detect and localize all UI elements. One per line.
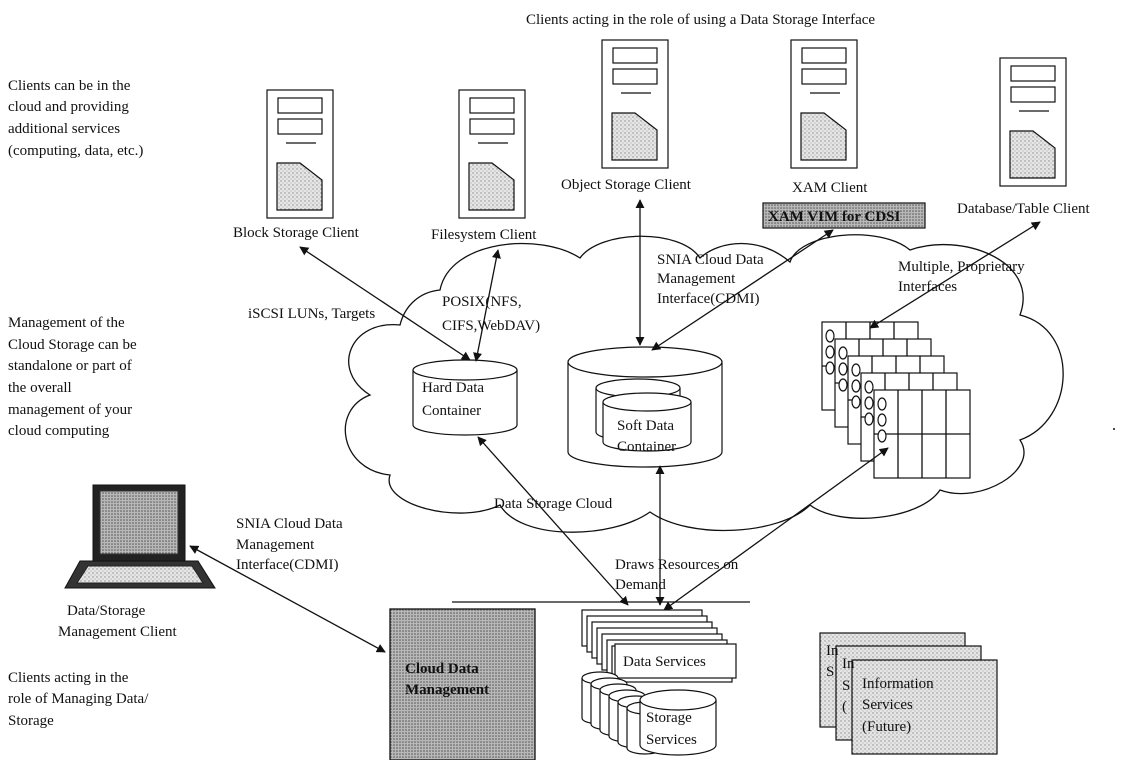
svg-text:(computing, data, etc.): (computing, data, etc.) xyxy=(8,143,143,159)
block-client-label: Block Storage Client xyxy=(233,225,360,241)
laptop-icon xyxy=(64,484,216,589)
connection-arrows xyxy=(189,199,1041,653)
storage-services-2: Services xyxy=(646,732,697,748)
svg-text:In: In xyxy=(826,643,839,659)
svg-text:cloud and providing: cloud and providing xyxy=(8,99,129,115)
storage-services-front-cylinder xyxy=(639,689,717,756)
object-client-label: Object Storage Client xyxy=(561,177,692,193)
filesystem-arrow xyxy=(473,249,501,362)
mgmt-client-1: Data/Storage xyxy=(67,603,146,619)
cdmi-left-1: SNIA Cloud Data xyxy=(236,516,343,532)
proprietary-2: Interfaces xyxy=(898,279,957,295)
database-client-tower xyxy=(999,57,1067,187)
proprietary-storage-racks xyxy=(821,321,971,479)
clients-in-cloud-note: Clients can be in the cloud and providin… xyxy=(8,78,143,159)
information-services-stack xyxy=(819,632,998,755)
cloud-data-management-box xyxy=(389,608,536,760)
xam-client-label: XAM Client xyxy=(792,180,868,196)
cdmi-top-3: Interface(CDMI) xyxy=(657,291,759,307)
racks-arrow xyxy=(663,447,889,611)
svg-text:management of your: management of your xyxy=(8,402,132,418)
cdmi-top-1: SNIA Cloud Data xyxy=(657,252,764,268)
iscsi-label: iSCSI LUNs, Targets xyxy=(248,306,375,322)
information-services-3: (Future) xyxy=(862,719,911,735)
database-arrow xyxy=(869,221,1041,329)
cdm-label-1: Cloud Data xyxy=(405,661,479,677)
svg-text:Management of the: Management of the xyxy=(8,315,125,331)
info-stack-fragments: In In S S ( xyxy=(826,643,855,715)
cloud-label: Data Storage Cloud xyxy=(494,496,613,512)
stray-mark xyxy=(1113,428,1115,430)
object-storage-client-tower xyxy=(601,39,669,169)
proprietary-1: Multiple, Proprietary xyxy=(898,259,1025,275)
filesystem-client-tower xyxy=(458,89,526,219)
cdmi-left-2: Management xyxy=(236,537,315,553)
top-caption: Clients acting in the role of using a Da… xyxy=(526,12,875,28)
svg-text:role of Managing Data/: role of Managing Data/ xyxy=(8,691,149,707)
soft-container-2: Container xyxy=(617,439,676,455)
hard-container-1: Hard Data xyxy=(422,380,484,396)
data-services-stack xyxy=(581,609,737,683)
svg-text:In: In xyxy=(842,656,855,672)
svg-text:Cloud Storage can be: Cloud Storage can be xyxy=(8,337,137,353)
rack-unit xyxy=(873,389,971,479)
soft-container-1: Soft Data xyxy=(617,418,674,434)
draws-1: Draws Resources on xyxy=(615,557,739,573)
data-services-front-box xyxy=(614,643,737,679)
managing-role-note: Clients acting in the role of Managing D… xyxy=(8,670,149,729)
xam-arrow xyxy=(651,229,834,351)
information-services-2: Services xyxy=(862,697,913,713)
draws-2: Demand xyxy=(615,577,666,593)
storage-services-1: Storage xyxy=(646,710,692,726)
xam-client-tower xyxy=(790,39,858,169)
svg-text:Clients can be in the: Clients can be in the xyxy=(8,78,131,94)
filesystem-client-label: Filesystem Client xyxy=(431,227,537,243)
svg-text:additional services: additional services xyxy=(8,121,120,137)
cdm-label-2: Management xyxy=(405,682,489,698)
block-arrow xyxy=(299,246,471,361)
posix-label-2: CIFS,WebDAV) xyxy=(442,318,540,334)
svg-text:Clients acting in the: Clients acting in the xyxy=(8,670,129,686)
mgmt-client-2: Management Client xyxy=(58,624,178,640)
hard-container-2: Container xyxy=(422,403,481,419)
management-note: Management of the Cloud Storage can be s… xyxy=(8,315,137,439)
database-client-label: Database/Table Client xyxy=(957,201,1090,217)
cdmi-left-3: Interface(CDMI) xyxy=(236,557,338,573)
svg-text:standalone or part of: standalone or part of xyxy=(8,358,132,374)
data-services-label: Data Services xyxy=(623,654,706,670)
svg-text:(: ( xyxy=(842,699,847,715)
management-arrow xyxy=(189,545,386,653)
hard-data-container-cylinder xyxy=(412,359,518,436)
svg-text:S: S xyxy=(826,664,834,680)
xam-vim-label: XAM VIM for CDSI xyxy=(768,209,901,225)
svg-text:cloud computing: cloud computing xyxy=(8,423,110,439)
cdmi-top-2: Management xyxy=(657,271,736,287)
svg-text:the overall: the overall xyxy=(8,380,72,396)
posix-label-1: POSIX(NFS, xyxy=(442,294,522,310)
storage-services-stack xyxy=(581,671,717,756)
block-storage-client-tower xyxy=(266,89,334,219)
svg-text:S: S xyxy=(842,678,850,694)
svg-text:Storage: Storage xyxy=(8,713,54,729)
hard-container-arrow xyxy=(477,436,629,606)
information-services-1: Information xyxy=(862,676,934,692)
